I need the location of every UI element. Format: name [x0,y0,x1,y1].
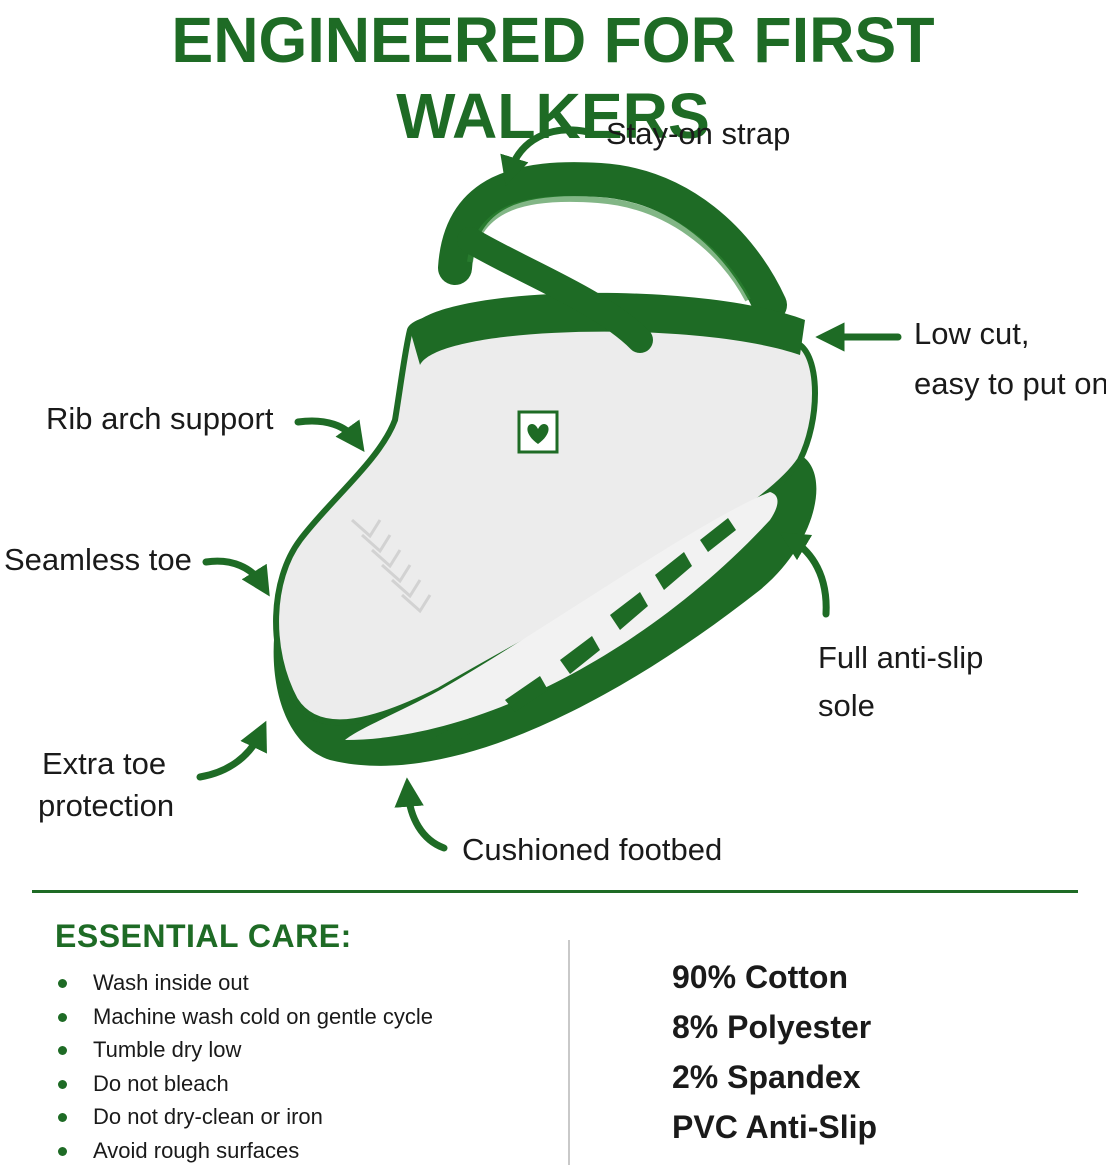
material-polyester: 8% Polyester [672,1009,872,1045]
callout-low-cut-line2: easy to put on [914,366,1106,401]
care-item-text: Tumble dry low [93,1037,242,1062]
care-heading: ESSENTIAL CARE: [55,918,352,954]
callout-footbed: Cushioned footbed [462,832,723,867]
care-item-text: Do not bleach [93,1070,229,1096]
callout-low-cut-line1: Low cut, [914,316,1030,351]
callout-anti-slip-line2: sole [818,688,875,723]
callout-strap: Stay-on strap [606,116,791,151]
care-item-text: Do not dry-clean or iron [93,1104,323,1129]
arrow-anti-slip [779,532,830,618]
bullet-dot [58,1146,67,1156]
callout-seamless-toe: Seamless toe [4,542,192,577]
bullet-dot [58,1012,67,1022]
material-cotton: 90% Cotton [672,959,848,995]
material-spandex: 2% Spandex [672,1059,861,1095]
sole-treads [430,518,736,752]
arrow-strap [500,126,592,187]
page-title: ENGINEERED FOR FIRST WALKERS [171,4,935,152]
bullet-dot [58,1113,67,1122]
material-pvc: PVC Anti-Slip [672,1109,878,1145]
arrow-seamless-toe [202,557,270,597]
heart-icon [527,424,549,444]
care-item: Tumble dry low [55,1033,433,1067]
section-divider [32,890,1078,893]
strap-front [457,227,653,353]
arrow-footbed [394,777,448,852]
care-item: Wash inside out [55,966,433,1000]
care-item: Do not dry-clean or iron [55,1100,433,1134]
strap-back-inner [467,195,751,302]
care-item: Avoid rough surfaces [55,1134,433,1168]
footbed [345,492,778,740]
care-list: Wash inside out Machine wash cold on gen… [55,966,433,1167]
callout-extra-toe-line1: Extra toe [42,746,167,781]
bullet-dot [58,979,67,988]
callout-rib-arch: Rib arch support [46,401,274,436]
care-item: Do not bleach [55,1067,433,1101]
strap-back [438,162,787,322]
sock-illustration [196,126,902,852]
arrow-extra-toe [196,720,267,781]
care-item: Machine wash cold on gentle cycle [55,1000,433,1034]
care-item-text: Machine wash cold on gentle cycle [93,1003,433,1029]
bullet-dot [58,1046,67,1055]
arrow-rib-arch [294,417,365,452]
callout-anti-slip-line1: Full anti-slip [818,640,984,675]
care-item-text: Wash inside out [93,970,249,995]
callout-extra-toe-line2: protection [38,788,175,823]
care-item-text: Avoid rough surfaces [93,1137,300,1163]
column-divider [568,940,570,1165]
rib-arch-chevrons [351,518,432,614]
bullet-dot [58,1079,67,1089]
materials-list: 90% Cotton 8% Polyester 2% Spandex PVC A… [672,952,877,1152]
